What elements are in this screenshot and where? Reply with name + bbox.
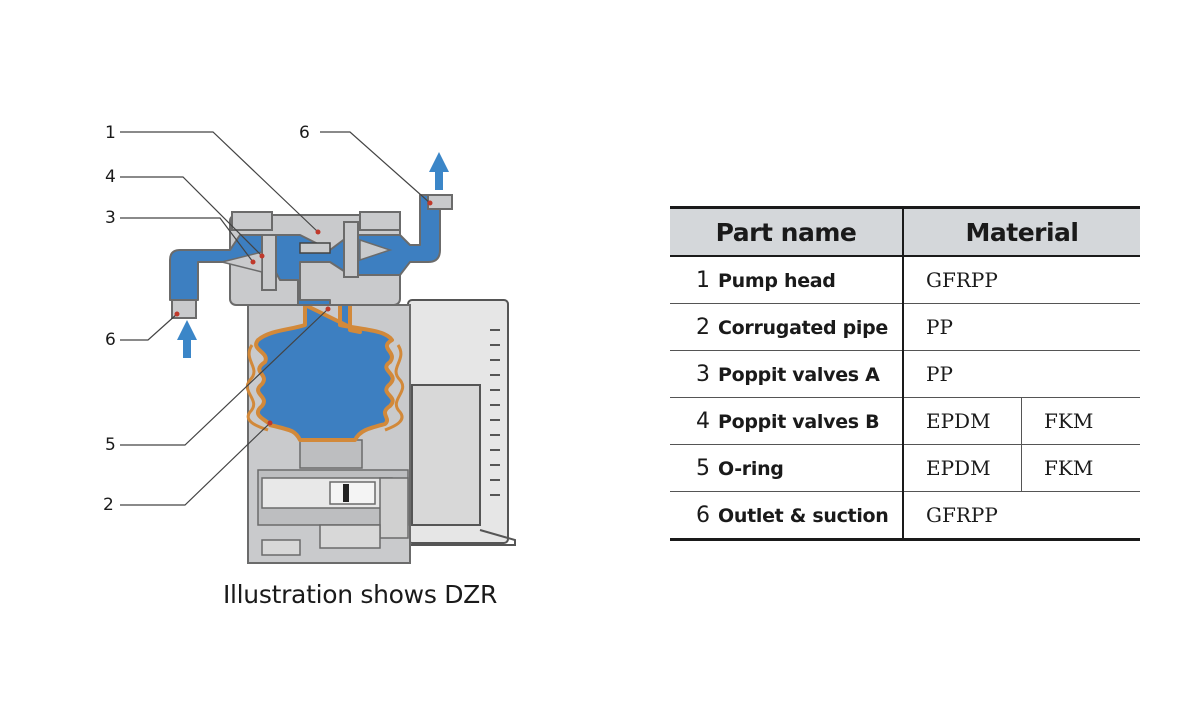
parts-material-table: Part name Material 1 Pump head GFRPP 2 Cor… bbox=[670, 206, 1140, 541]
pump-head bbox=[169, 194, 453, 319]
callout-6-suction: 6 bbox=[105, 330, 116, 350]
table-row: 5 O-ring EPDM FKM bbox=[670, 444, 1140, 492]
part-number: 3 bbox=[696, 361, 710, 387]
column-header-part-name: Part name bbox=[670, 207, 904, 257]
part-name-cell: 5 O-ring bbox=[670, 444, 904, 492]
part-number: 5 bbox=[696, 455, 710, 481]
material-cell: GFRPP bbox=[926, 268, 998, 292]
material-cell: PP bbox=[903, 303, 1140, 351]
part-name-cell: 3 Poppit valves A bbox=[670, 350, 904, 398]
part-name-cell: 4 Poppit valves B bbox=[670, 397, 904, 445]
table-row: 3 Poppit valves A PP bbox=[670, 350, 1140, 398]
suction-flow-arrow bbox=[177, 320, 197, 358]
material-cell: PP bbox=[903, 350, 1140, 398]
part-number: 6 bbox=[696, 502, 710, 528]
material-cell: EPDM bbox=[903, 397, 1022, 445]
column-header-material: Material bbox=[903, 207, 1140, 257]
table-row: 6 Outlet & suction GFRPP bbox=[670, 491, 1140, 540]
part-number: 2 bbox=[696, 314, 710, 340]
material-cell: GFRPP bbox=[903, 491, 1140, 540]
callout-3: 3 bbox=[105, 208, 116, 228]
diagram-caption: Illustration shows DZR bbox=[222, 580, 498, 609]
corrugated-pipe bbox=[245, 298, 405, 442]
part-name: Outlet & suction bbox=[718, 504, 889, 527]
part-name-cell: 2 Corrugated pipe bbox=[670, 303, 904, 351]
table-row: 4 Poppit valves B EPDM FKM bbox=[670, 397, 1140, 445]
material-cell: FKM bbox=[1021, 444, 1140, 492]
material-cell: EPDM bbox=[903, 444, 1022, 492]
part-name-cell: 6 Outlet & suction bbox=[670, 491, 904, 540]
material-cell: FKM bbox=[1021, 397, 1140, 445]
callout-markers bbox=[174, 200, 433, 426]
callout-4: 4 bbox=[105, 167, 116, 187]
table-row: 2 Corrugated pipe PP bbox=[670, 303, 1140, 351]
part-name: Poppit valves B bbox=[718, 410, 880, 433]
table-row: 1 Pump head GFRPP bbox=[670, 256, 1140, 304]
leader-lines bbox=[120, 131, 431, 506]
part-name: Pump head bbox=[718, 269, 836, 292]
part-number: 1 bbox=[696, 267, 710, 293]
callout-5: 5 bbox=[105, 435, 116, 455]
pump-cross-section-diagram: 1 2 3 4 5 6 6 bbox=[103, 123, 516, 564]
part-name: Corrugated pipe bbox=[718, 316, 888, 339]
part-name-cell: 1 Pump head bbox=[670, 256, 904, 304]
outlet-flow-arrow bbox=[429, 152, 449, 190]
callout-2: 2 bbox=[103, 495, 114, 515]
part-name: Poppit valves A bbox=[718, 363, 880, 386]
part-name: O-ring bbox=[718, 457, 784, 480]
part-number: 4 bbox=[696, 408, 710, 434]
callout-6-outlet: 6 bbox=[299, 123, 310, 143]
callout-1: 1 bbox=[105, 123, 116, 143]
table-header-row: Part name Material bbox=[670, 207, 1140, 257]
motor-housing bbox=[407, 299, 516, 546]
